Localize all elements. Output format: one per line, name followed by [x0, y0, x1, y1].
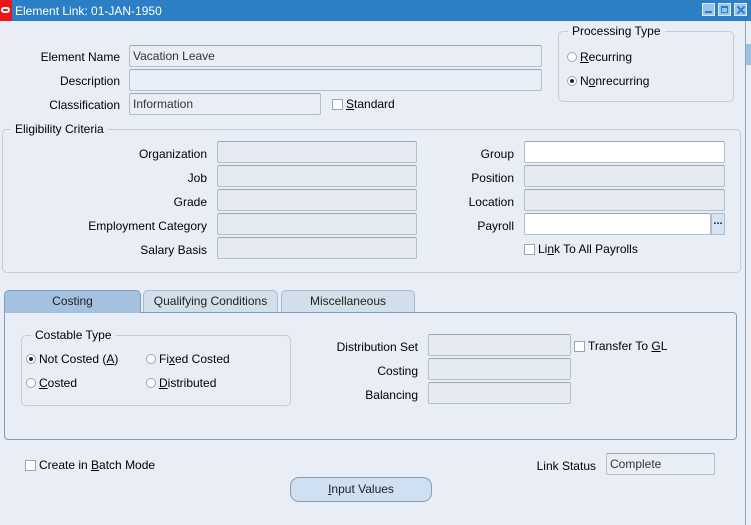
- radio-fixed-costed[interactable]: Fixed Costed: [146, 352, 230, 366]
- balancing-label: Balancing: [365, 388, 418, 402]
- grade-field[interactable]: [217, 189, 417, 211]
- transfer-to-gl-checkbox[interactable]: Transfer To GL: [574, 339, 667, 353]
- checkbox-icon: [574, 340, 585, 352]
- organization-label: Organization: [138, 147, 207, 161]
- title-bar: Element Link: 01-JAN-1950: [0, 0, 751, 21]
- radio-nonrecurring[interactable]: Nonrecurring: [567, 74, 649, 88]
- radio-icon: [146, 378, 156, 388]
- payroll-lov-button[interactable]: ...: [711, 213, 725, 235]
- link-to-all-payrolls-checkbox[interactable]: Link To All Payrolls: [524, 242, 638, 256]
- link-status-field: Complete: [606, 453, 715, 475]
- organization-field[interactable]: [217, 141, 417, 163]
- element-name-label: Element Name: [40, 50, 120, 64]
- checkbox-icon: [524, 243, 535, 255]
- job-field[interactable]: [217, 165, 417, 187]
- element-name-field[interactable]: Vacation Leave: [129, 45, 542, 67]
- window-title: Element Link: 01-JAN-1950: [15, 3, 162, 18]
- payroll-field[interactable]: [524, 213, 711, 235]
- oracle-logo-icon: [0, 0, 12, 21]
- costing-field[interactable]: [428, 358, 571, 380]
- radio-costed[interactable]: Costed: [26, 376, 77, 390]
- close-button[interactable]: [734, 3, 747, 16]
- input-values-button[interactable]: Input Values: [290, 477, 432, 502]
- radio-distributed[interactable]: Distributed: [146, 376, 216, 390]
- radio-icon: [146, 354, 156, 364]
- minimize-button[interactable]: [702, 3, 715, 16]
- link-status-label: Link Status: [536, 459, 596, 473]
- employment-category-label: Employment Category: [88, 219, 207, 233]
- checkbox-icon: [332, 98, 343, 110]
- job-label: Job: [187, 171, 207, 185]
- standard-checkbox[interactable]: Standard: [332, 97, 395, 111]
- description-field[interactable]: [129, 69, 542, 91]
- description-label: Description: [59, 74, 120, 88]
- balancing-field[interactable]: [428, 382, 571, 404]
- radio-selected-icon: [567, 76, 577, 86]
- distribution-set-field[interactable]: [428, 334, 571, 356]
- group-field[interactable]: [524, 141, 725, 163]
- tab-costing[interactable]: Costing: [4, 290, 141, 313]
- employment-category-field[interactable]: [217, 213, 417, 235]
- position-field[interactable]: [524, 165, 725, 187]
- group-label: Group: [480, 147, 514, 161]
- classification-field[interactable]: Information: [129, 93, 321, 115]
- salary-basis-field[interactable]: [217, 237, 417, 259]
- radio-recurring[interactable]: Recurring: [567, 50, 632, 64]
- eligibility-criteria-title: Eligibility Criteria: [11, 122, 108, 136]
- processing-type-group: [558, 31, 734, 102]
- position-label: Position: [471, 171, 514, 185]
- checkbox-icon: [25, 459, 36, 471]
- radio-icon: [567, 52, 577, 62]
- window-edge: [745, 21, 746, 525]
- distribution-set-label: Distribution Set: [336, 340, 418, 354]
- costable-type-title: Costable Type: [31, 328, 116, 342]
- maximize-button[interactable]: [718, 3, 731, 16]
- tab-miscellaneous[interactable]: Miscellaneous: [281, 290, 415, 312]
- location-field[interactable]: [524, 189, 725, 211]
- salary-basis-label: Salary Basis: [140, 243, 207, 257]
- radio-icon: [26, 378, 36, 388]
- create-in-batch-mode-checkbox[interactable]: Create in Batch Mode: [25, 458, 155, 472]
- eligibility-criteria-group: [2, 129, 741, 273]
- processing-type-title: Processing Type: [568, 24, 665, 38]
- payroll-label: Payroll: [477, 219, 514, 233]
- costing-label: Costing: [377, 364, 418, 378]
- costable-type-group: [21, 335, 291, 406]
- tab-qualifying-conditions[interactable]: Qualifying Conditions: [143, 290, 278, 312]
- location-label: Location: [468, 195, 514, 209]
- scroll-strip: [746, 21, 751, 525]
- grade-label: Grade: [173, 195, 207, 209]
- radio-selected-icon: [26, 354, 36, 364]
- classification-label: Classification: [49, 98, 120, 112]
- radio-not-costed[interactable]: Not Costed (A): [26, 352, 118, 366]
- costing-tab-panel: [4, 312, 737, 440]
